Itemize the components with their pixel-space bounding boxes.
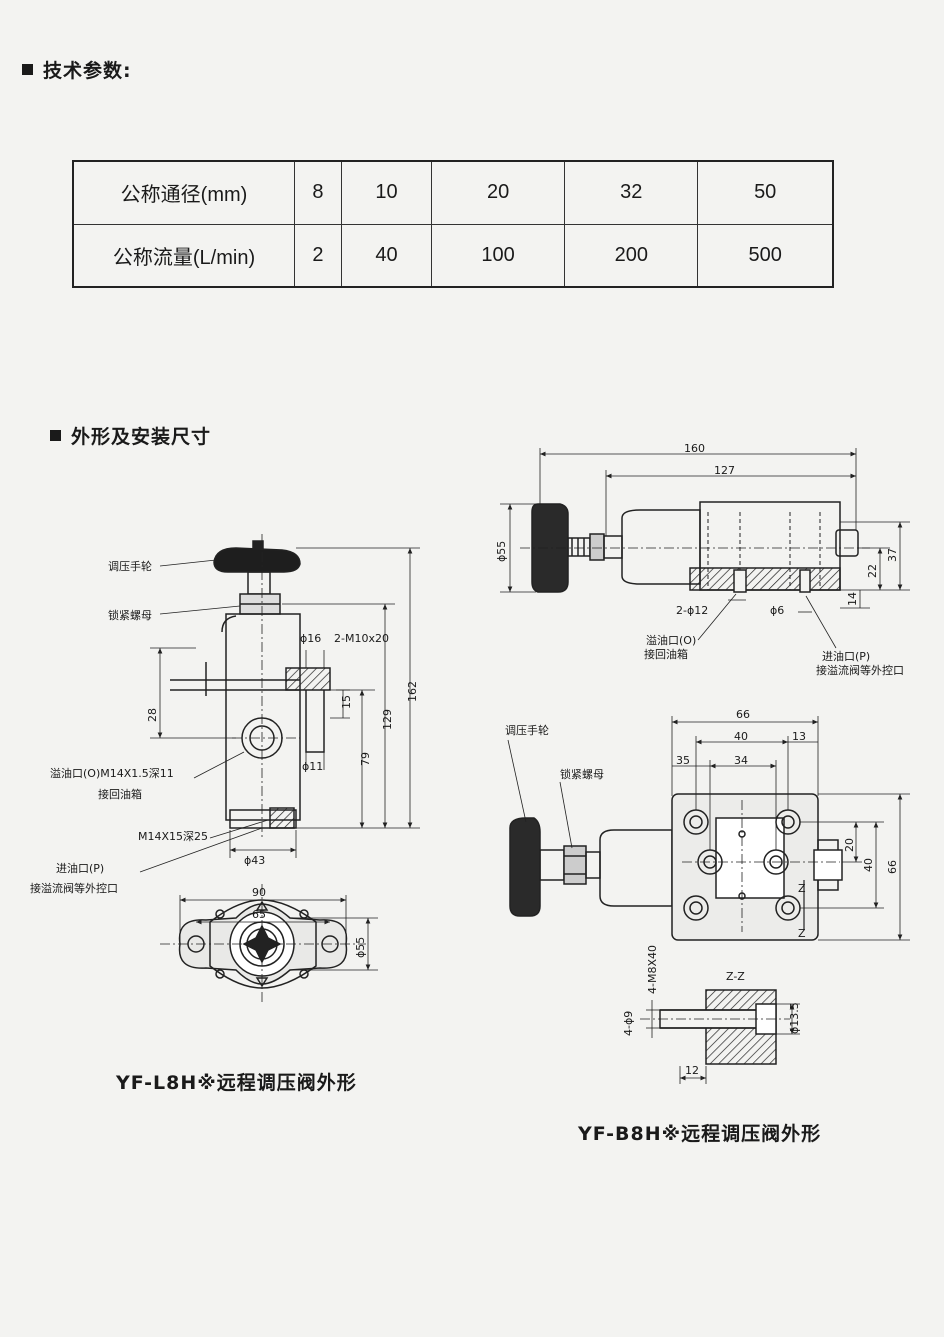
- row-label: 公称流量(L/min): [72, 223, 295, 288]
- dim-m10: 2-M10x20: [334, 632, 389, 645]
- label-inlet-port: 进油口(P): [56, 861, 104, 875]
- dim-13: 13: [792, 730, 806, 743]
- table-cell: 200: [564, 223, 699, 288]
- dim-d43: ϕ43: [244, 854, 265, 867]
- dim-d11: ϕ11: [302, 760, 323, 773]
- dim-12b: 12: [685, 1064, 699, 1077]
- dim-37: 37: [886, 548, 899, 562]
- dim-40w: 40: [734, 730, 748, 743]
- dim-90: 90: [252, 886, 266, 899]
- table-row: 公称流量(L/min) 2 40 100 200 500: [72, 223, 834, 288]
- bullet-square-icon: [50, 430, 61, 441]
- dim-28: 28: [146, 708, 159, 722]
- table-cell: 2: [294, 223, 342, 288]
- dim-66w: 66: [736, 708, 750, 721]
- dim-4d9: 4-ϕ9: [622, 1011, 635, 1036]
- table-cell: 500: [697, 223, 834, 288]
- dim-d55: ϕ55: [354, 937, 367, 958]
- dim-m8: 4-M8X40: [646, 945, 659, 994]
- yf-l8h-drawing: [139, 534, 420, 1004]
- dim-14: 14: [846, 592, 859, 606]
- label-b-return-tank: 接回油箱: [644, 647, 688, 661]
- label-z2: Z: [798, 927, 806, 940]
- dim-2d12: 2-ϕ12: [676, 604, 708, 617]
- caption-yf-l8h: YF-L8H※远程调压阀外形: [116, 1072, 357, 1094]
- dim-d6: ϕ6: [770, 604, 784, 617]
- dim-127: 127: [714, 464, 735, 477]
- dim-d135: ϕ13.5: [788, 1002, 801, 1034]
- dim-35: 35: [676, 754, 690, 767]
- section-heading-dimensions: 外形及安装尺寸: [50, 422, 211, 449]
- yf-b8h-top-view: [507, 716, 910, 1084]
- yf-b8h-side-view: [500, 448, 910, 649]
- label-section-zz: Z-Z: [726, 970, 745, 983]
- dim-40h: 40: [862, 858, 875, 872]
- label-b-inlet-conn: 接溢流阀等外控口: [816, 663, 904, 677]
- handwheel-shape: [213, 547, 301, 573]
- label-z1: Z: [798, 882, 806, 895]
- params-table: 公称通径(mm) 8 10 20 32 50 公称流量(L/min) 2 40 …: [72, 160, 834, 288]
- tech-params-title: 技术参数:: [43, 60, 132, 82]
- table-row: 公称通径(mm) 8 10 20 32 50: [72, 160, 834, 225]
- section-heading-tech-params: 技术参数:: [22, 56, 132, 83]
- dim-d16: ϕ16: [300, 632, 321, 645]
- dim-15: 15: [340, 695, 353, 709]
- dim-129: 129: [381, 709, 394, 730]
- dim-160: 160: [684, 442, 705, 455]
- label-overflow-port: 溢油口(O)M14X1.5深11: [50, 766, 174, 780]
- dimensions-title: 外形及安装尺寸: [71, 426, 212, 448]
- label-mount-thread: M14X15深25: [138, 830, 208, 843]
- dim-34: 34: [734, 754, 748, 767]
- label-b-overflow-port: 溢油口(O): [646, 633, 696, 647]
- dim-66h: 66: [886, 860, 899, 874]
- dim-162: 162: [406, 681, 419, 702]
- table-cell: 32: [564, 160, 699, 225]
- caption-yf-b8h: YF-B8H※远程调压阀外形: [578, 1123, 822, 1145]
- dim-79: 79: [359, 752, 372, 766]
- dim-20: 20: [843, 838, 856, 852]
- label-b-locknut: 锁紧螺母: [560, 767, 604, 781]
- label-b-inlet-port: 进油口(P): [822, 649, 870, 663]
- row-label: 公称通径(mm): [72, 160, 295, 225]
- label-return-tank: 接回油箱: [98, 787, 142, 801]
- bullet-square-icon: [22, 64, 33, 75]
- table-cell: 40: [340, 223, 433, 288]
- dim-b-d55: ϕ55: [495, 541, 508, 562]
- label-b-handwheel: 调压手轮: [505, 723, 549, 737]
- table-cell: 20: [431, 160, 566, 225]
- label-locknut: 锁紧螺母: [108, 608, 152, 622]
- label-handwheel: 调压手轮: [108, 559, 152, 573]
- dim-22: 22: [866, 564, 879, 578]
- dim-65: 65: [252, 908, 266, 921]
- table-cell: 50: [697, 160, 834, 225]
- table-cell: 100: [431, 223, 566, 288]
- label-inlet-conn: 接溢流阀等外控口: [30, 881, 118, 895]
